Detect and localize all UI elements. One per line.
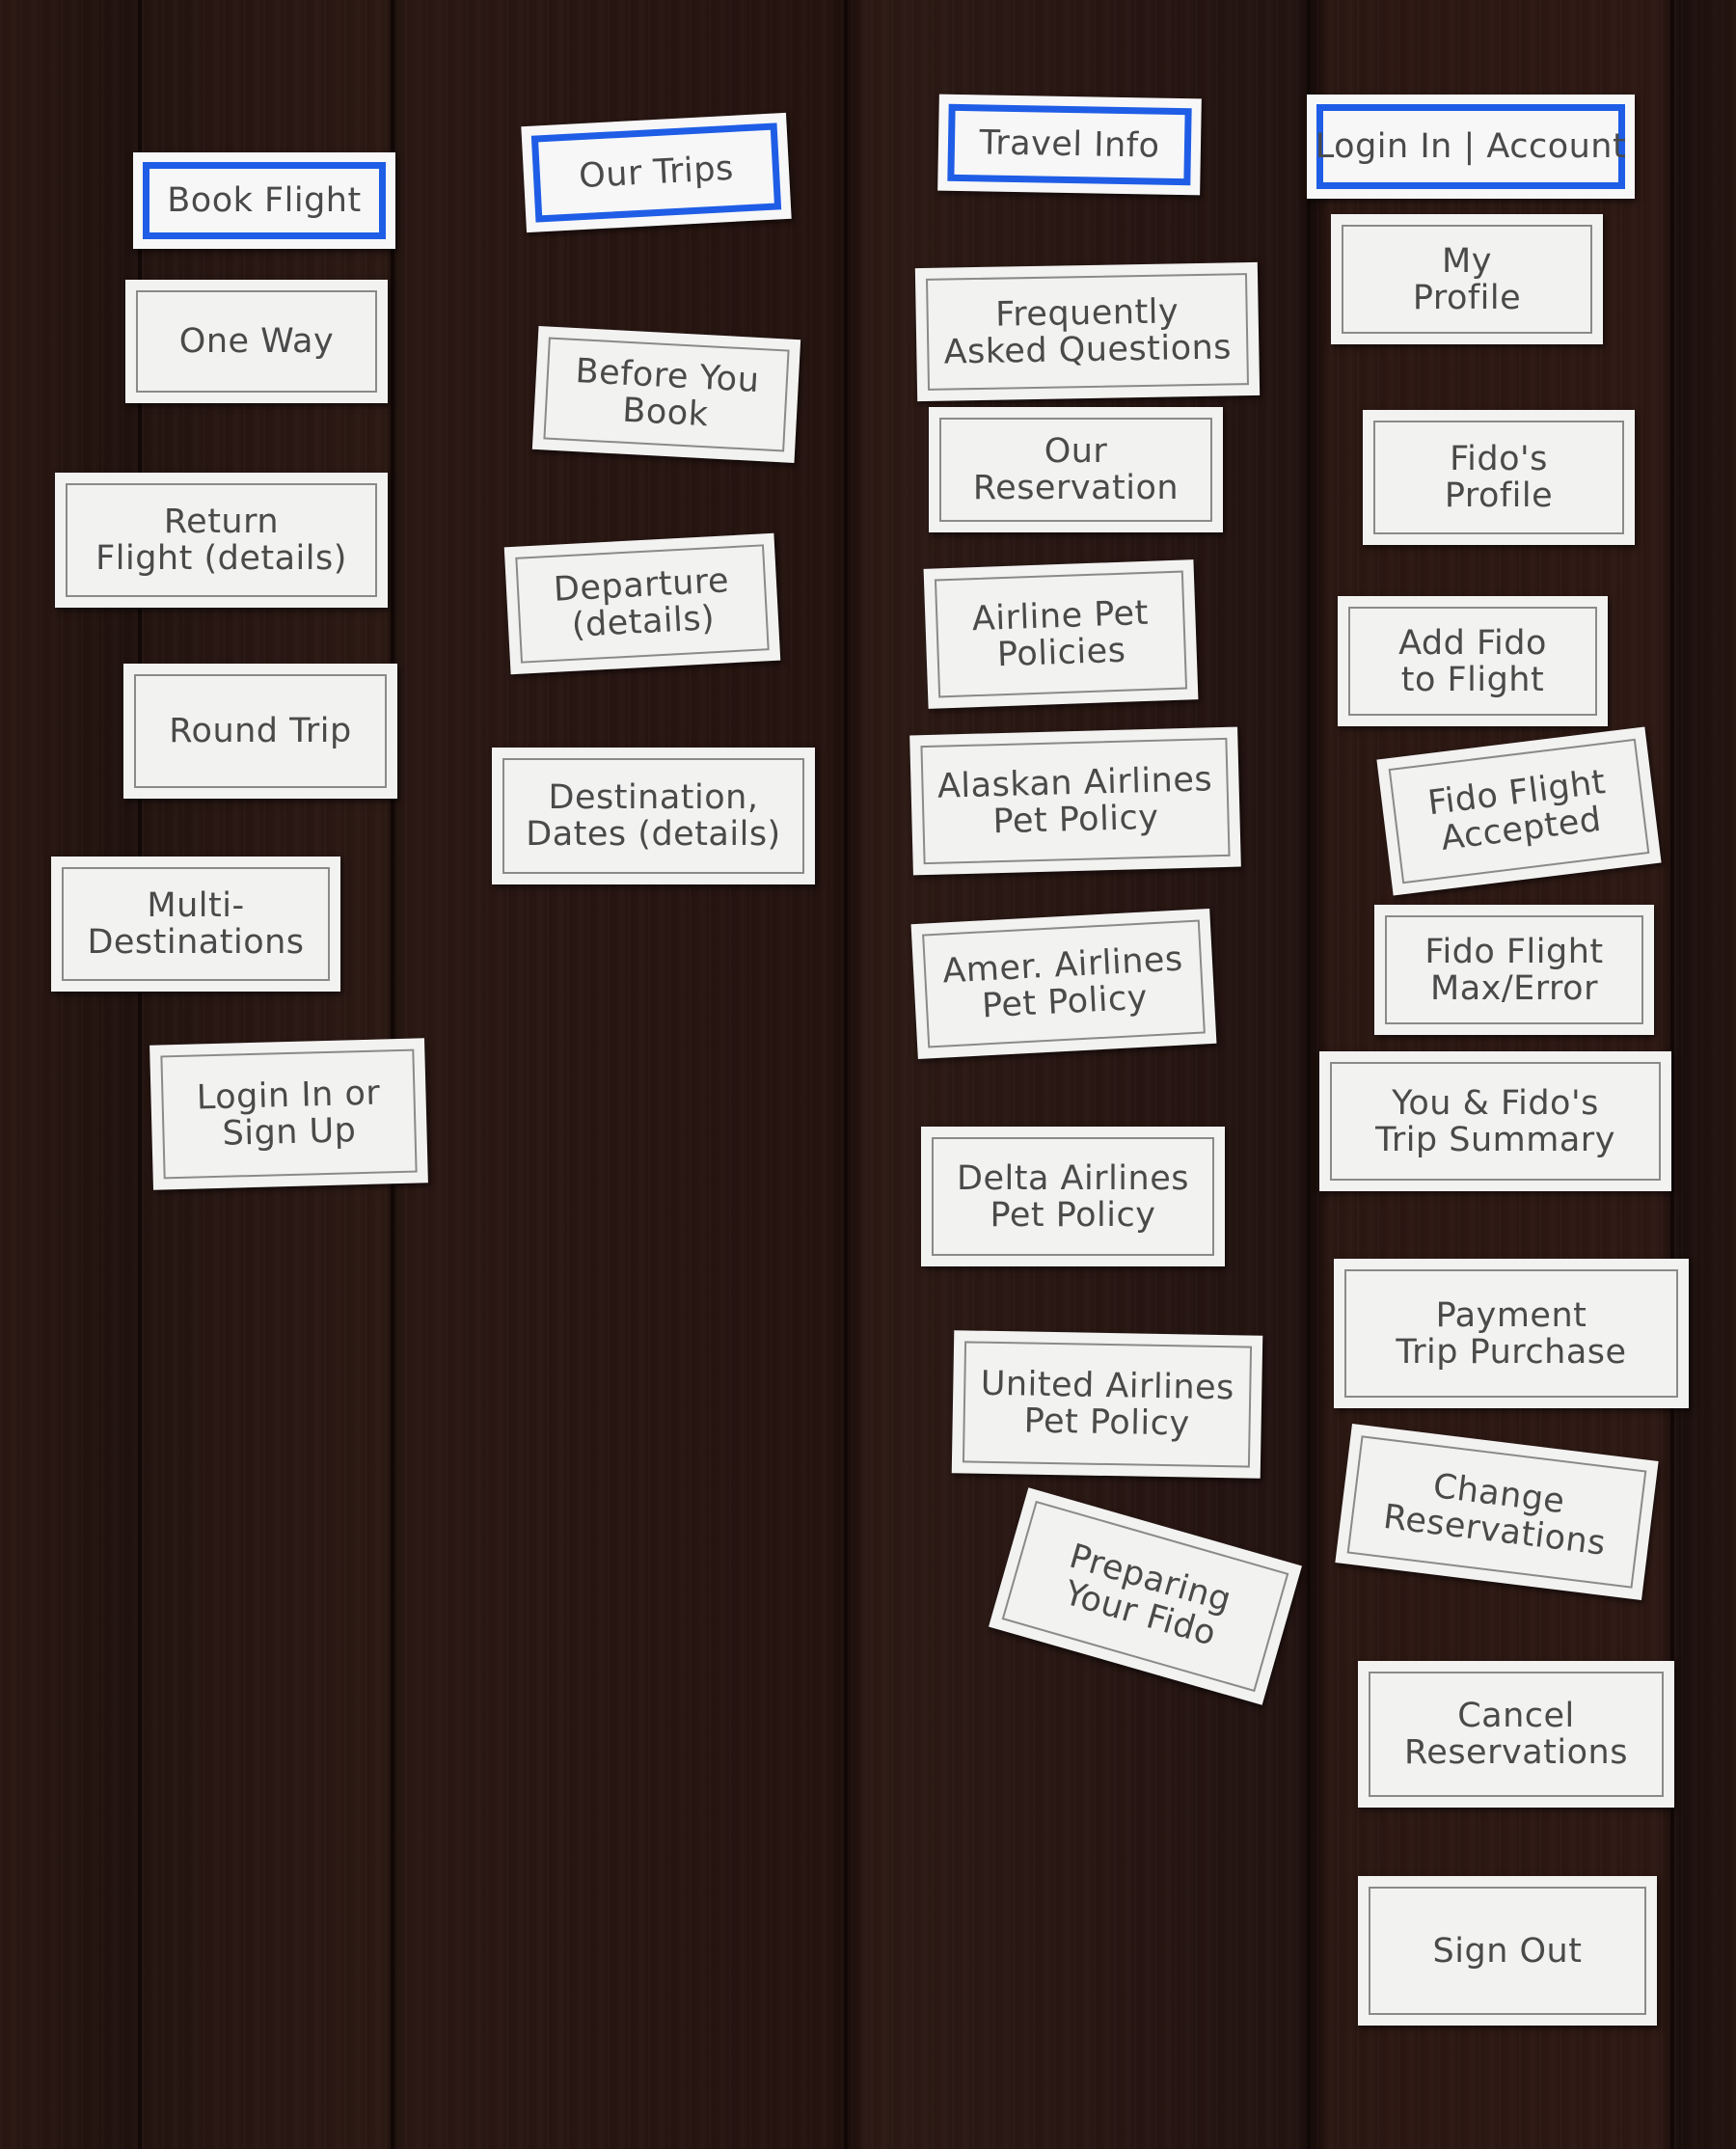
card-sign-out[interactable]: Sign Out bbox=[1358, 1876, 1657, 2026]
card-heading-book-flight[interactable]: Book Flight bbox=[133, 152, 395, 249]
card-our-reservation[interactable]: Our Reservation bbox=[929, 407, 1223, 532]
card-cancel-reservations[interactable]: Cancel Reservations bbox=[1358, 1661, 1674, 1808]
plank-seam bbox=[844, 0, 848, 2149]
card-my-profile[interactable]: My Profile bbox=[1331, 214, 1603, 344]
card-faq[interactable]: Frequently Asked Questions bbox=[914, 261, 1261, 402]
plank-seam bbox=[1307, 0, 1311, 2149]
card-change-reservations[interactable]: Change Reservations bbox=[1335, 1424, 1659, 1600]
card-login-or-sign-up[interactable]: Login In or Sign Up bbox=[149, 1038, 428, 1190]
card-departure-details[interactable]: Departure (details) bbox=[503, 532, 781, 675]
card-one-way[interactable]: One Way bbox=[125, 280, 388, 403]
card-return-flight[interactable]: Return Flight (details) bbox=[55, 473, 388, 608]
card-trip-summary[interactable]: You & Fido's Trip Summary bbox=[1319, 1051, 1671, 1191]
card-add-fido-to-flight[interactable]: Add Fido to Flight bbox=[1338, 596, 1608, 726]
card-delta-airlines[interactable]: Delta Airlines Pet Policy bbox=[921, 1127, 1225, 1266]
card-heading-travel-info[interactable]: Travel Info bbox=[937, 94, 1202, 196]
card-round-trip[interactable]: Round Trip bbox=[123, 664, 397, 799]
plank-seam bbox=[138, 0, 142, 2149]
card-fido-flight-accepted[interactable]: Fido Flight Accepted bbox=[1376, 726, 1662, 896]
card-heading-our-trips[interactable]: Our Trips bbox=[521, 112, 792, 233]
card-multi-destinations[interactable]: Multi- Destinations bbox=[51, 857, 340, 992]
card-united-airlines[interactable]: United Airlines Pet Policy bbox=[951, 1330, 1263, 1479]
card-airline-pet-policies[interactable]: Airline Pet Policies bbox=[923, 559, 1199, 709]
card-fidos-profile[interactable]: Fido's Profile bbox=[1363, 410, 1635, 545]
card-amer-airlines[interactable]: Amer. Airlines Pet Policy bbox=[910, 908, 1217, 1060]
card-before-you-book[interactable]: Before You Book bbox=[531, 325, 801, 464]
card-alaskan-airlines[interactable]: Alaskan Airlines Pet Policy bbox=[909, 726, 1241, 876]
card-destination-dates[interactable]: Destination, Dates (details) bbox=[492, 748, 815, 884]
plank-seam bbox=[1670, 0, 1674, 2149]
card-fido-flight-max-error[interactable]: Fido Flight Max/Error bbox=[1374, 905, 1654, 1035]
card-preparing-your-fido[interactable]: Preparing Your Fido bbox=[989, 1487, 1302, 1705]
card-heading-login-account[interactable]: Login In | Account bbox=[1307, 95, 1635, 199]
card-payment-trip-purchase[interactable]: Payment Trip Purchase bbox=[1334, 1259, 1689, 1408]
